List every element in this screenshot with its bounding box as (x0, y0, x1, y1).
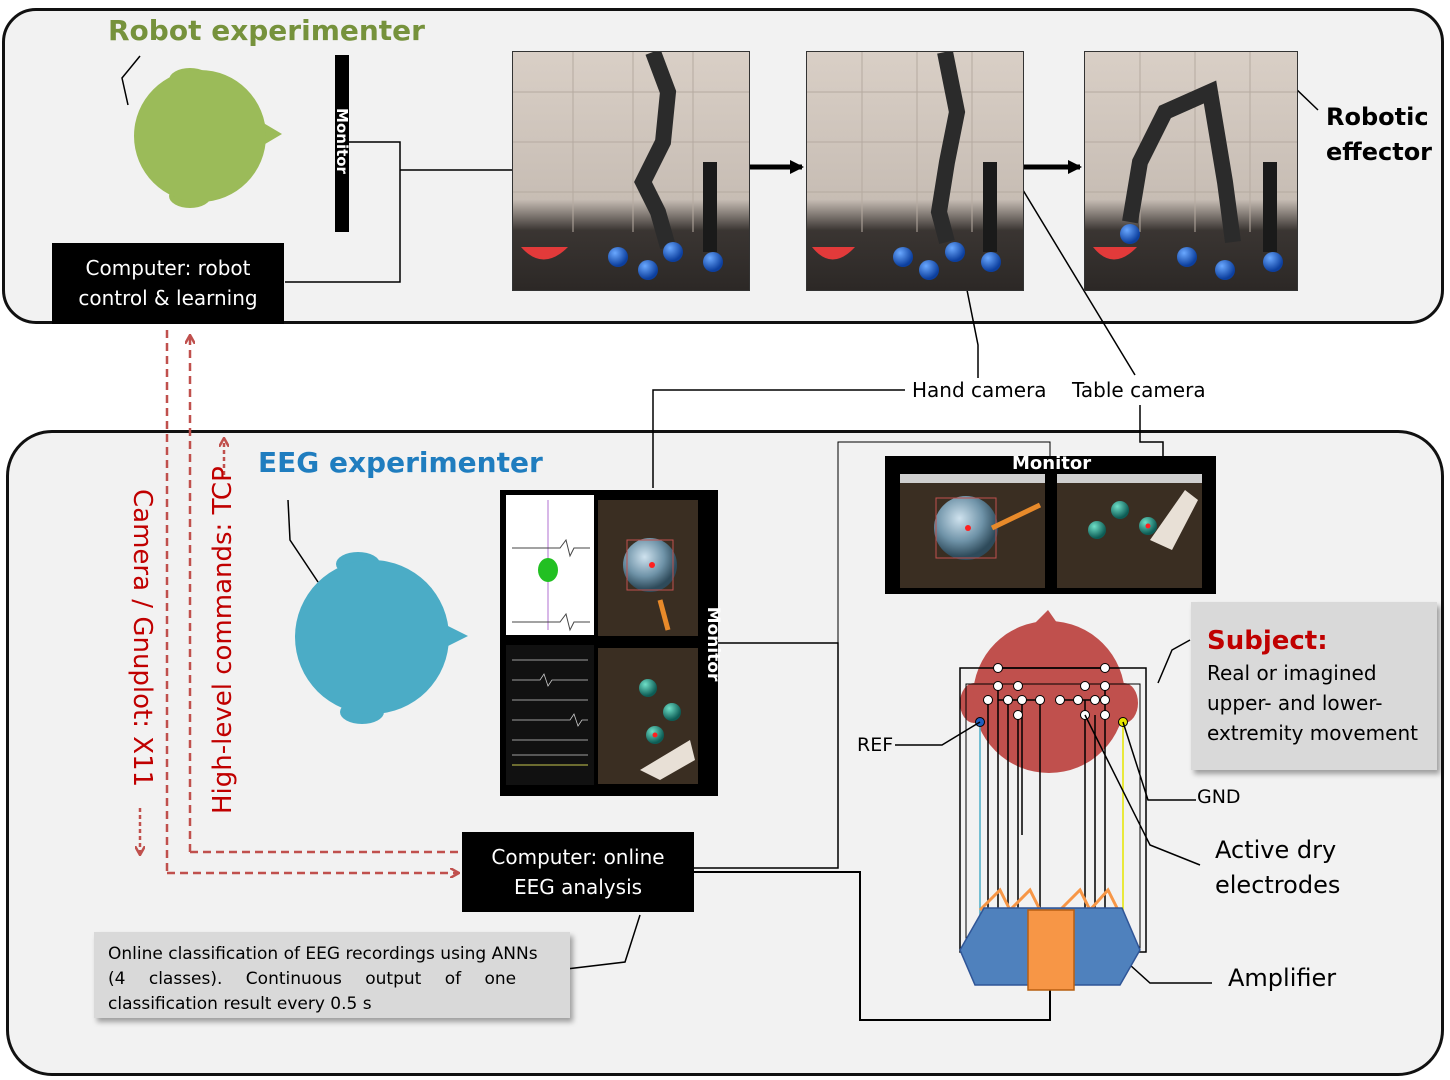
classification-line-2: (4 classes). Continuous output of one (108, 969, 517, 989)
subject-note: Subject: Real or imagined upper- and low… (1191, 602, 1437, 770)
classification-line-3: classification result every 0.5 s (108, 994, 372, 1014)
subject-desc-2: upper- and lower- (1207, 691, 1383, 715)
amplifier-icon (959, 887, 1141, 991)
robotic-effector-label: Robotic effector (1326, 100, 1432, 170)
robot-computer-label-2: control & learning (78, 286, 258, 310)
active-electrodes-label: Active dry electrodes (1215, 833, 1340, 903)
robot-computer-label-1: Computer: robot (85, 256, 251, 280)
gnd-label: GND (1197, 786, 1241, 808)
robot-experimenter-head-icon (134, 68, 282, 208)
robot-experimenter-title: Robot experimenter (108, 14, 425, 47)
subject-desc-3: extremity movement (1207, 721, 1418, 745)
electrode-dots (983, 663, 1110, 720)
subject-title: Subject: (1207, 626, 1328, 656)
subject-head-icon (960, 610, 1138, 773)
robot-monitor-icon (335, 55, 349, 232)
eeg-experimenter-head-icon (295, 552, 468, 724)
robot-photo-3 (1084, 51, 1298, 291)
active-electrodes-label-2: electrodes (1215, 871, 1341, 899)
eeg-computer-label-2: EEG analysis (513, 875, 643, 899)
robot-computer-box: Computer: robot control & learning (52, 243, 284, 324)
subject-monitor-label: Monitor (1012, 453, 1092, 474)
active-electrodes-label-1: Active dry (1215, 836, 1337, 864)
robot-photo-2 (806, 51, 1024, 291)
hand-camera-label: Hand camera (912, 378, 1047, 402)
eeg-experimenter-title: EEG experimenter (258, 446, 543, 479)
subject-desc-1: Real or imagined (1207, 661, 1377, 685)
eeg-computer-box: Computer: online EEG analysis (462, 832, 694, 912)
classification-note: Online classification of EEG recordings … (94, 932, 570, 1018)
robot-monitor-label: Monitor (333, 108, 351, 174)
robotic-effector-label-1: Robotic (1326, 103, 1429, 131)
robot-photo-1 (512, 51, 750, 291)
table-camera-label: Table camera (1072, 378, 1206, 402)
camera-link-label: Camera / Gnuplot: X11 (127, 489, 157, 788)
eeg-computer-label-1: Computer: online (491, 845, 665, 869)
ref-label: REF (857, 734, 894, 756)
command-link-label: High-level commands: TCP (208, 466, 238, 814)
robotic-effector-label-2: effector (1326, 138, 1433, 166)
amplifier-label: Amplifier (1228, 964, 1337, 992)
eeg-monitor-label: Monitor (703, 606, 723, 682)
classification-line-1: Online classification of EEG recordings … (108, 944, 538, 964)
